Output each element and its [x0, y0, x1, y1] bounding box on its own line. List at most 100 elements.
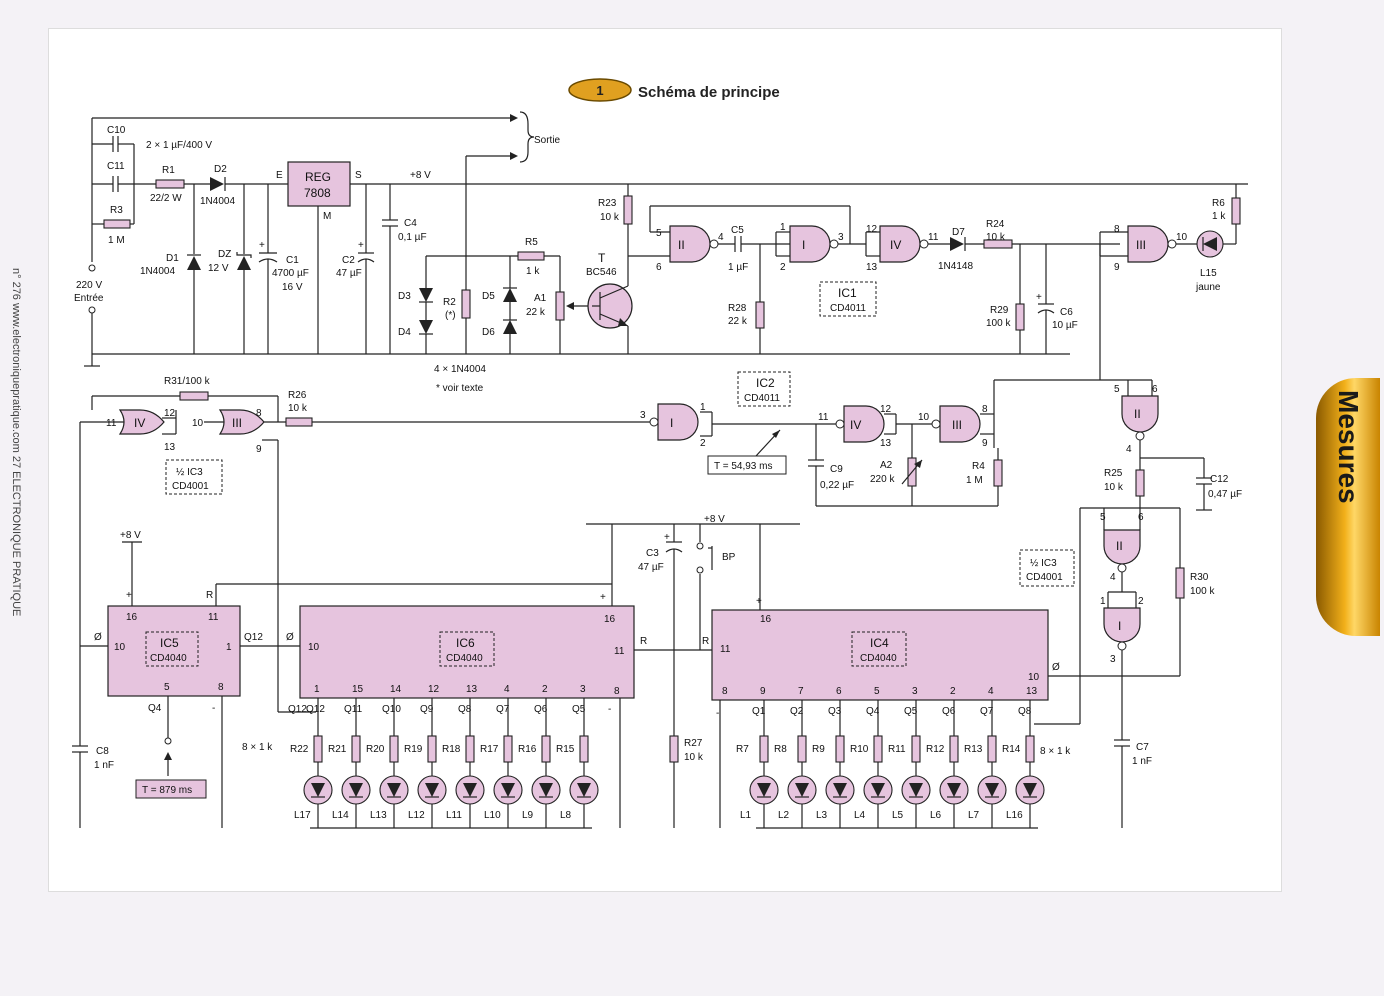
pin-label: 3 [912, 686, 918, 697]
figure-title: 1 Schéma de principe [568, 78, 780, 102]
r25-value: 10 k [1104, 482, 1124, 493]
gate-label: I [802, 238, 805, 252]
ic6-output-stage: 1Q12R22L1715Q11R21L1414Q10R20L1312Q9R19L… [290, 684, 599, 829]
pin-label: 4 [988, 686, 994, 697]
reg-pin-e: E [276, 170, 283, 181]
r29-value: 100 k [986, 318, 1011, 329]
pin-label: 13 [466, 684, 478, 695]
ic1-label: IC1 [838, 286, 857, 300]
q-output-label: Q11 [344, 704, 363, 715]
d2-value: 1N4004 [200, 196, 235, 207]
pin-label: Ø [286, 632, 294, 643]
resistor-r10 [873, 735, 883, 763]
pin-label: 5 [874, 686, 880, 697]
resistor-r20 [389, 735, 399, 763]
nand-gate-ii [669, 225, 711, 263]
pin-label: 10 [308, 642, 320, 653]
pin-label: Q12 [288, 704, 307, 715]
r25-label: R25 [1104, 468, 1123, 479]
c2-value: 47 µF [336, 268, 362, 279]
reg-pin-m: M [323, 211, 331, 222]
pin-label: 10 [114, 642, 126, 653]
d3-label: D3 [398, 291, 411, 302]
ic2-label: IC2 [756, 376, 775, 390]
led-label: L7 [968, 810, 980, 821]
led-label: L5 [892, 810, 904, 821]
gate-label: III [232, 416, 242, 430]
a1-label: A1 [534, 293, 547, 304]
svg-text:+: + [259, 240, 265, 251]
pin-label: Ø [1052, 662, 1060, 673]
reg-label: REG [305, 170, 331, 184]
dz-value: 12 V [208, 263, 229, 274]
gate-label: IV [890, 238, 901, 252]
period-box-879ms [135, 779, 207, 799]
resistor-r16 [541, 735, 551, 763]
gate-label: I [1118, 619, 1121, 633]
resistor-r7 [759, 735, 769, 763]
pin-label: 10 [1176, 232, 1188, 243]
a2-label: A2 [880, 460, 893, 471]
pin-label: 8 [614, 686, 620, 697]
r4-label: R4 [972, 461, 985, 472]
r30-label: R30 [1190, 572, 1209, 583]
pin-label: 4 [1110, 572, 1116, 583]
led-label: L14 [332, 810, 349, 821]
svg-text:+: + [664, 532, 670, 543]
diodes-label: 4 × 1N4004 [434, 364, 486, 375]
q4-label: Q4 [148, 703, 162, 714]
resistor-r8 [797, 735, 807, 763]
nand-gate-iii-ic2 [939, 405, 981, 443]
c8-label: C8 [96, 746, 109, 757]
gate-label: II [678, 238, 685, 252]
resistor-label: R13 [964, 744, 983, 755]
schematic-paper [48, 28, 1282, 892]
pin-label: 11 [106, 418, 117, 429]
c7-value: 1 nF [1132, 756, 1152, 767]
pin-label: 9 [1114, 262, 1120, 273]
pin-label: 2 [700, 438, 706, 449]
q-output-label: Q12 [306, 704, 325, 715]
period-label-54ms: T = 54,93 ms [714, 461, 772, 472]
gate-label: II [1134, 407, 1141, 421]
svg-text:+: + [358, 240, 364, 251]
pin-label: R [640, 636, 647, 647]
led-label: L17 [294, 810, 311, 821]
pin-label: 6 [1138, 512, 1144, 523]
pin-label: 3 [838, 232, 844, 243]
figure-title-text: Schéma de principe [638, 84, 780, 101]
pin-label: + [756, 596, 762, 607]
pin-label: 13 [164, 442, 176, 453]
r2-value: (*) [445, 310, 456, 321]
period-box-54ms [707, 455, 787, 475]
transistor-label: T [598, 251, 606, 265]
q-output-label: Q10 [382, 704, 401, 715]
r28-label: R28 [728, 303, 747, 314]
r5-label: R5 [525, 237, 538, 248]
c1-voltage: 16 V [282, 282, 303, 293]
led-label: L8 [560, 810, 572, 821]
c4-label: C4 [404, 218, 417, 229]
r23-value: 10 k [600, 212, 620, 223]
r27-label: R27 [684, 738, 703, 749]
pin-label: 2 [542, 684, 548, 695]
pin-label: 8 [982, 404, 988, 415]
pin-label: 5 [164, 682, 170, 693]
d6-label: D6 [482, 327, 495, 338]
half-ic3-label: ½ IC3 [1030, 558, 1057, 569]
pin-label: 5 [656, 228, 662, 239]
d2-label: D2 [214, 164, 227, 175]
resistor-label: R15 [556, 744, 575, 755]
pin-label: R [206, 590, 213, 601]
c4-value: 0,1 µF [398, 232, 427, 243]
ic6-label: IC6 [456, 636, 475, 650]
q-output-label: Q6 [942, 706, 956, 717]
pin-label: 6 [836, 686, 842, 697]
ic3-right-gates: 5 6 II 4 C12 0,47 µF R25 10 k R30 100 k … [1019, 379, 1242, 828]
